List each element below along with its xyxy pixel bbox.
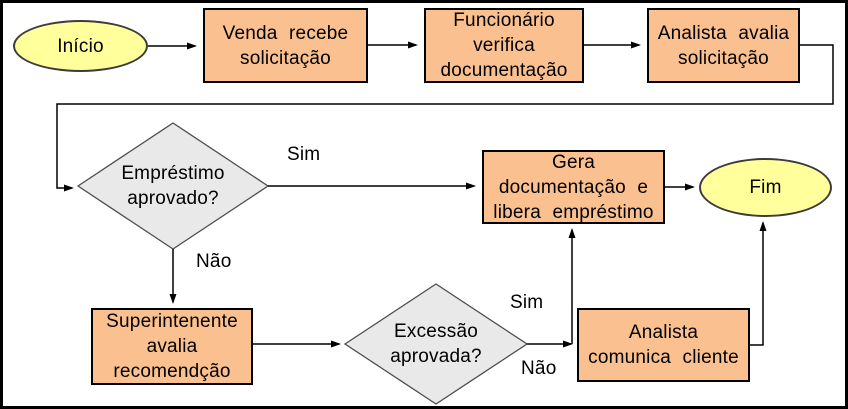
node-venda-recebe: Venda recebe solicitação bbox=[203, 8, 368, 83]
edge-label-excessao-nao: Não bbox=[521, 358, 557, 379]
edge-label-emprestimo-nao: Não bbox=[196, 251, 232, 272]
node-gera-documentacao: Gera documentação e libera empréstimo bbox=[482, 150, 665, 224]
node-analista-avalia: Analista avalia solicitação bbox=[647, 8, 800, 83]
node-analista-comunica-label: Analista comunica cliente bbox=[588, 322, 739, 368]
edge-analista-comunica-to-fim bbox=[750, 221, 767, 346]
node-excessao-aprovada: Excessão aprovada? bbox=[356, 294, 516, 394]
edge-label-emprestimo-sim: Sim bbox=[287, 144, 321, 165]
node-venda-recebe-label: Venda recebe solicitação bbox=[222, 22, 349, 69]
node-fim-label: Fim bbox=[749, 177, 782, 198]
node-emprestimo-aprovado-label: Empréstimo aprovado? bbox=[121, 163, 225, 209]
node-superintenente-avalia-label: Superintenente avalia recomendção bbox=[106, 311, 238, 382]
node-analista-avalia-label: Analista avalia solicitação bbox=[657, 22, 790, 69]
node-inicio-label: Início bbox=[57, 35, 104, 57]
node-inicio: Início bbox=[13, 20, 148, 72]
edge-label-excessao-sim: Sim bbox=[510, 292, 544, 313]
node-emprestimo-aprovado: Empréstimo aprovado? bbox=[93, 136, 253, 236]
node-funcionario-verifica: Funcionário verifica documentação bbox=[424, 8, 584, 83]
node-superintenente-avalia: Superintenente avalia recomendção bbox=[91, 308, 253, 385]
node-gera-documentacao-label: Gera documentação e libera empréstimo bbox=[493, 151, 654, 223]
node-excessao-aprovada-label: Excessão aprovada? bbox=[390, 321, 482, 367]
edge-analista-to-emprestimo-aprovado bbox=[56, 44, 834, 192]
node-fim: Fim bbox=[699, 158, 832, 217]
node-funcionario-verifica-label: Funcionário verifica documentação bbox=[440, 10, 568, 81]
node-analista-comunica: Analista comunica cliente bbox=[577, 308, 750, 382]
